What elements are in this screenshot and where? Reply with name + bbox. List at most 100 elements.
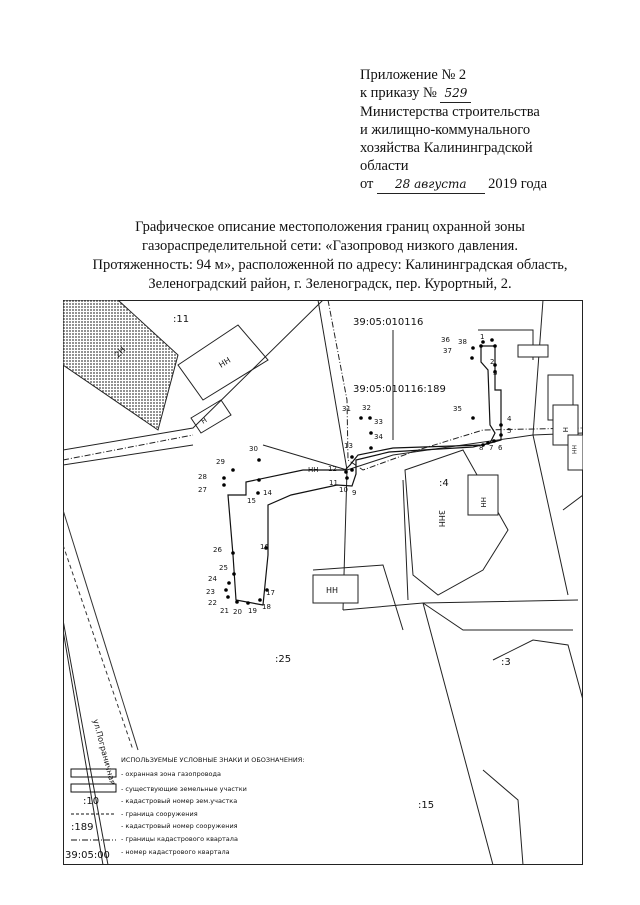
building-3nn (404, 449, 509, 596)
parcel-15-label: :15 (418, 800, 434, 811)
legend-heading: ИСПОЛЬЗУЕМЫЕ УСЛОВНЫЕ ЗНАКИ И ОБОЗНАЧЕНИ… (121, 756, 304, 764)
document-title: Графическое описание местоположения гран… (40, 218, 620, 294)
legend-text: - существующие земельные участки (121, 785, 247, 793)
building-outline-bottom (482, 639, 583, 865)
zone-vertices (222, 338, 503, 605)
appendix-header: Приложение № 2 к приказу № 529 Министерс… (360, 66, 620, 194)
structure-cadastral-number: 39:05:010116:189 (353, 384, 446, 395)
street-label: ул.Пограничная (91, 718, 117, 786)
building-nn-edge (567, 434, 583, 471)
vertex-label: 11 (329, 479, 338, 487)
ministry-line: области (360, 158, 409, 174)
vertex-label: 16 (260, 543, 269, 551)
vertex-label: 31 (342, 405, 351, 413)
building-n-small-label: Н (200, 416, 209, 426)
vertex-label: 25 (219, 564, 228, 572)
legend-symbol-zone (70, 768, 117, 778)
building-n-right-label: Н (561, 427, 569, 432)
legend-text: - охранная зона газопровода (121, 770, 221, 778)
building-nn-annex (467, 474, 499, 516)
building-3nn-label: 3НН (437, 510, 446, 527)
ministry-line: хозяйства Калининградской (360, 140, 533, 156)
title-line: Графическое описание местоположения гран… (135, 219, 525, 235)
vertex-label: 13 (344, 442, 353, 450)
vertex-label: 5 (507, 427, 511, 435)
vertex-label: 21 (220, 607, 229, 615)
legend-text: - номер кадастрового квартала (121, 848, 230, 856)
parcel-boundaries (63, 300, 583, 865)
vertex-label: 2 (490, 358, 494, 366)
building-n-small (190, 399, 232, 434)
ministry-line: и жилищно-коммунального (360, 122, 531, 138)
building-nn-small-label: НН (308, 466, 319, 474)
legend: ИСПОЛЬЗУЕМЫЕ УСЛОВНЫЕ ЗНАКИ И ОБОЗНАЧЕНИ… (65, 756, 304, 861)
vertex-label: 29 (216, 458, 225, 466)
vertex-label: 23 (206, 588, 215, 596)
quarter-boundary (63, 300, 583, 471)
vertex-label: 26 (213, 546, 222, 554)
vertex-label: 37 (443, 347, 452, 355)
vertex-label: 4 (507, 415, 512, 423)
title-line: Протяженность: 94 м», расположенной по а… (92, 257, 568, 273)
vertex-label: 36 (441, 336, 450, 344)
vertex-label: 24 (208, 575, 217, 583)
appendix-line: Приложение № 2 (360, 67, 467, 83)
vertex-label: 7 (489, 444, 493, 452)
title-line: Зеленоградский район, г. Зеленоградск, п… (148, 276, 512, 292)
building-nn-right-top (517, 344, 549, 358)
date-suffix: 2019 года (488, 176, 548, 192)
ministry-line: Министерства строительства (360, 104, 540, 120)
vertex-label: 6 (498, 444, 503, 452)
vertex-label: 14 (263, 489, 272, 497)
vertex-label: 27 (198, 486, 207, 494)
vertex-label: 12 (328, 465, 337, 473)
vertex-label: 38 (458, 338, 467, 346)
vertex-label: 3 (493, 369, 497, 377)
date-prefix: от (360, 176, 374, 192)
vertex-label: 8 (479, 444, 483, 452)
parcel-25-label: :25 (275, 654, 291, 665)
legend-symbol-quarter-number: 39:05:00 (65, 850, 110, 861)
vertex-label: 19 (248, 607, 257, 615)
street-band (63, 509, 139, 751)
vertex-label: 9 (352, 489, 356, 497)
order-line: к приказу № 529 (360, 84, 620, 103)
vertex-label: 1 (480, 333, 484, 341)
building-nn-middle-label: НН (326, 586, 338, 595)
building-nn-annex-label: НН (479, 497, 487, 508)
quarter-number: 39:05:010116 (353, 317, 423, 328)
building-nn-edge-label: НН (570, 445, 577, 454)
legend-symbol-structure-number: :189 (71, 822, 93, 833)
building-nn-middle (312, 574, 359, 604)
vertex-label: 33 (374, 418, 383, 426)
vertex-label: 18 (262, 603, 271, 611)
legend-text: - граница сооружения (121, 810, 198, 818)
order-number: 529 (440, 84, 472, 103)
vertex-label: 17 (266, 589, 275, 597)
vertex-label: 15 (247, 497, 256, 505)
vertex-label: 32 (362, 404, 371, 412)
title-line: газораспределительной сети: «Газопровод … (142, 238, 518, 254)
legend-text: - кадастровый номер зем.участка (121, 797, 237, 805)
order-prefix: к приказу № (360, 85, 437, 101)
vertex-label: 28 (198, 473, 207, 481)
date-handwritten: 28 августа (377, 175, 485, 194)
legend-symbol-parcels (70, 783, 117, 793)
building-2h (63, 300, 179, 431)
vertex-label: 20 (233, 608, 242, 616)
vertex-label: 34 (374, 433, 383, 441)
legend-text: - кадастровый номер сооружения (121, 822, 238, 830)
parcel-4-label: :4 (439, 478, 449, 489)
vertex-label: 10 (339, 486, 348, 494)
vertex-label: 22 (208, 599, 217, 607)
cadastral-map: 2Н НН Н НН 3НН Н НН НН (63, 300, 583, 865)
parcel-3-label: :3 (501, 657, 511, 668)
legend-symbol-parcel-number: :10 (83, 796, 99, 807)
vertex-label: 30 (249, 445, 258, 453)
legend-text: - границы кадастрового квартала (121, 835, 238, 843)
date-line: от 28 августа 2019 года (360, 175, 620, 194)
vertex-labels: 1 2 3 4 5 6 7 8 9 10 11 12 13 14 15 16 1… (198, 333, 512, 616)
parcel-11-label: :11 (173, 314, 189, 325)
vertex-label: 35 (453, 405, 462, 413)
building-nn-top (177, 324, 269, 401)
